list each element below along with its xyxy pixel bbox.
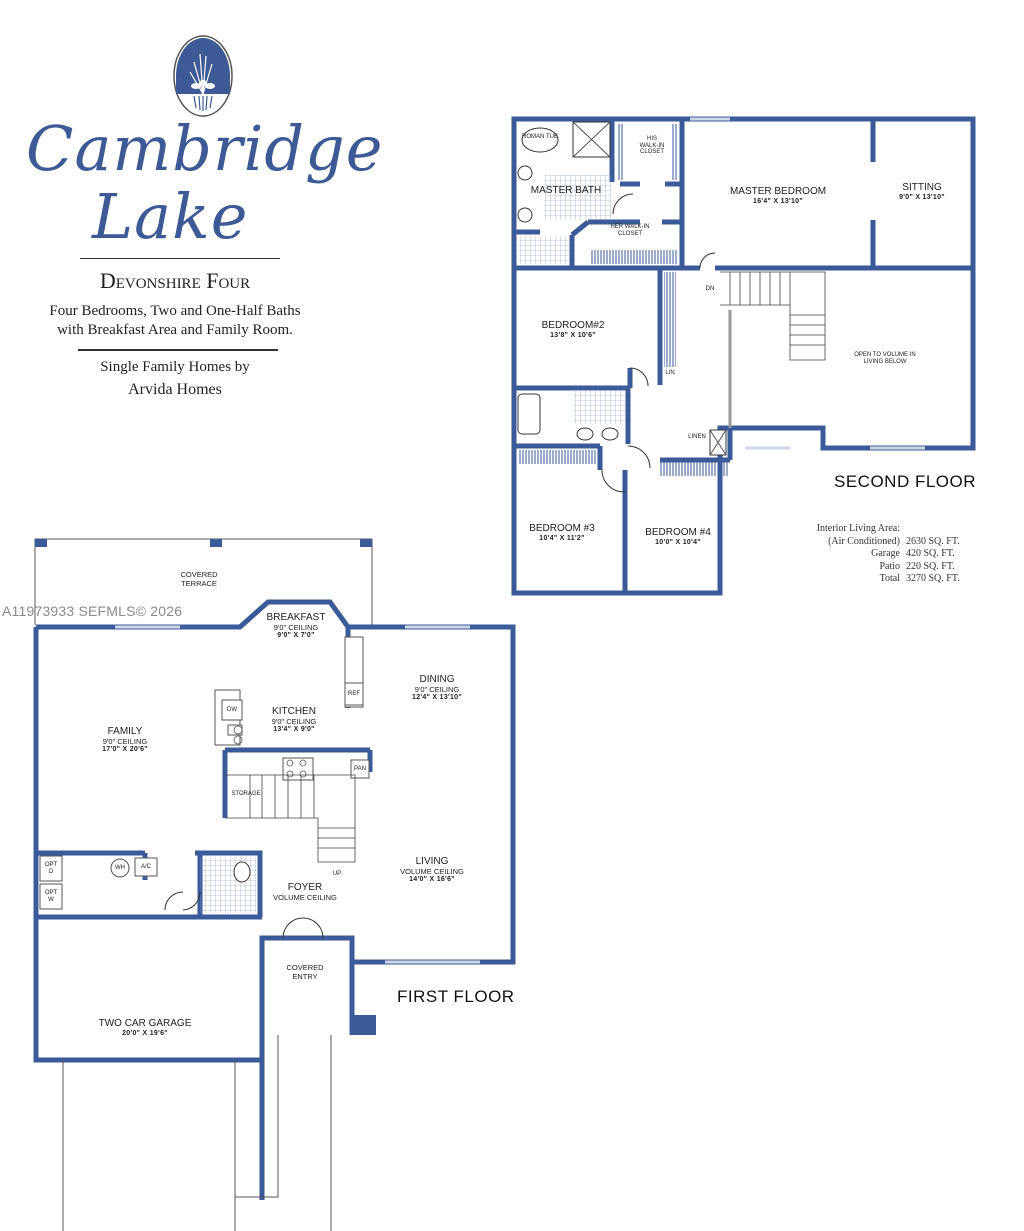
room-roman-tub: ROMAN TUB — [522, 134, 558, 140]
room-his-closet: HIS WALK-IN CLOSET — [639, 136, 665, 156]
linen-closet-small: LIN — [665, 370, 675, 376]
room-storage: STORAGE — [231, 791, 261, 797]
linen-closet: LINEN — [688, 434, 706, 440]
model-name: Devonshire Four — [99, 268, 251, 293]
second-floor-fixtures — [517, 117, 925, 493]
first-floor-title: FIRST FLOOR — [397, 987, 515, 1006]
room-master-bath: MASTER BATH — [530, 185, 602, 196]
stair-down-label: DN — [705, 286, 715, 292]
room-covered-entry: COVERED ENTRY — [286, 963, 324, 981]
description-line1: Four Bedrooms, Two and One-Half Baths — [49, 303, 301, 319]
first-floor-fixtures — [35, 539, 480, 1231]
fixture-dishwasher: DW — [227, 707, 237, 713]
divider — [80, 258, 280, 259]
builder-line2: Arvida Homes — [128, 381, 222, 398]
stair-up-label: UP — [332, 871, 342, 877]
fixture-opt-washer: OPT W — [44, 890, 58, 903]
room-her-closet: HER WALK-IN CLOSET — [610, 224, 650, 237]
fixture-ac: A/C — [140, 864, 152, 870]
area-row: (Air Conditioned)2630 SQ. FT. — [828, 535, 960, 547]
builder-line1: Single Family Homes by — [100, 359, 250, 375]
second-floor-title: SECOND FLOOR — [834, 472, 977, 491]
room-covered-terrace: COVERED TERRACE — [180, 570, 218, 588]
open-to-volume-note: OPEN TO VOLUME IN LIVING BELOW — [854, 352, 916, 365]
fixture-pantry: PAN — [354, 766, 366, 772]
description-line2: with Breakfast Area and Family Room. — [57, 322, 293, 338]
mls-watermark: A11973933 SEFMLS© 2026 — [2, 603, 183, 619]
area-row: Interior Living Area: — [816, 523, 900, 534]
fixture-opt-dryer: OPT D — [44, 862, 58, 875]
second-floor-plan — [511, 116, 976, 596]
cambridge-lake-logo-icon — [173, 35, 233, 117]
fixture-refrigerator: REF — [348, 691, 360, 697]
area-summary-table: Interior Living Area: (Air Conditioned)2… — [770, 523, 986, 586]
divider — [78, 349, 278, 351]
logo-title-line1: Cambridge — [26, 112, 384, 185]
logo-title-line2: Lake — [92, 180, 249, 253]
fixture-water-heater: WH — [115, 865, 125, 871]
